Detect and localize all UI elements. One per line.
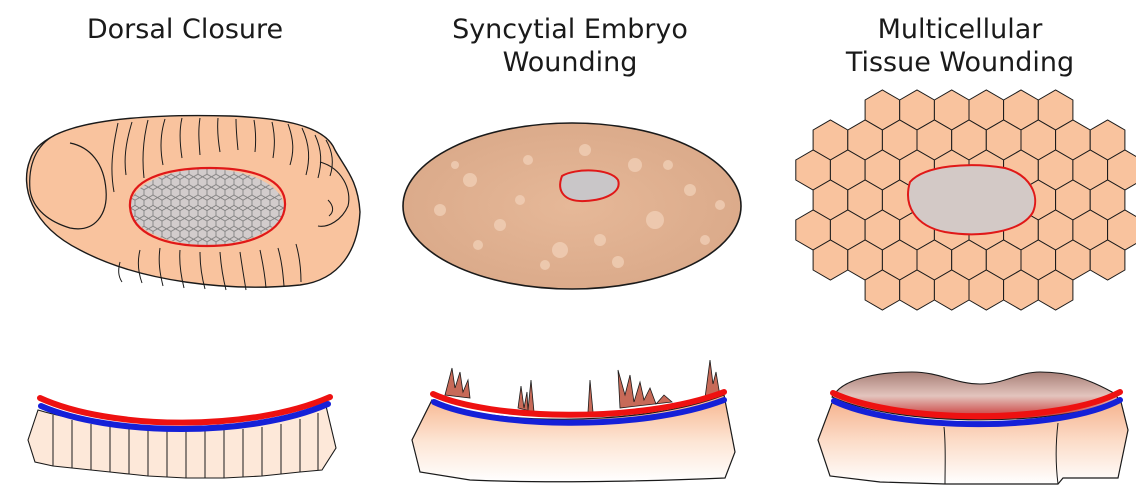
dorsal-closure-embryo <box>27 116 360 290</box>
multicellular-cross-section <box>818 372 1128 484</box>
tissue-wound <box>908 165 1035 234</box>
dorsal-closure-cross-section <box>28 397 336 478</box>
syncytial-embryo <box>403 123 741 289</box>
syncytial-cross-section <box>412 360 735 482</box>
